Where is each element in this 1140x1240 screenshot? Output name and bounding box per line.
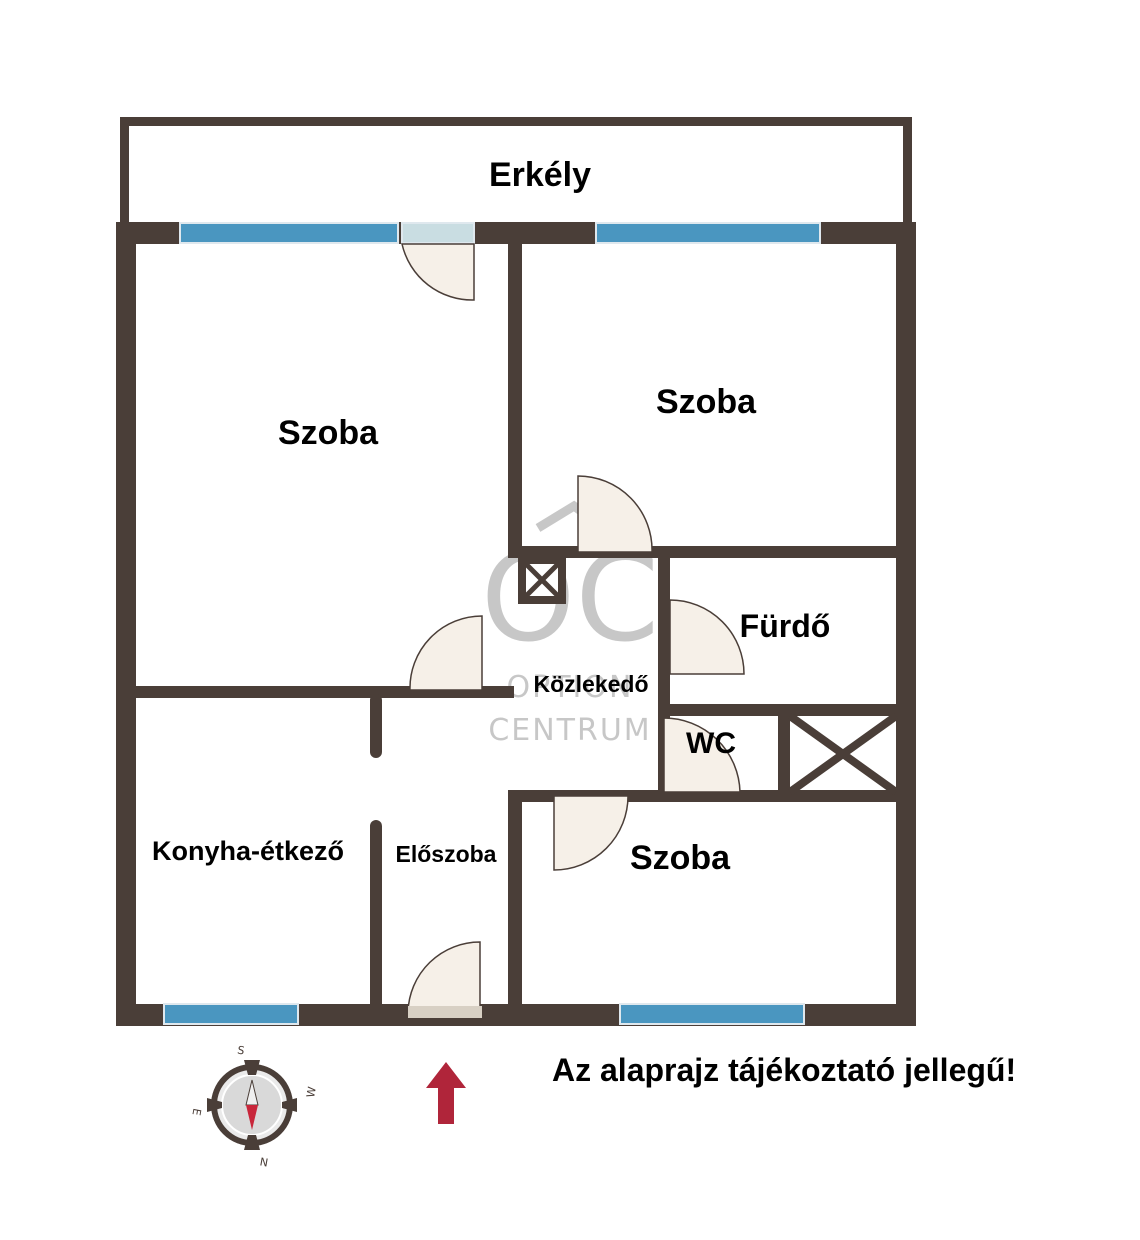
door-entrance[interactable] xyxy=(407,941,481,1013)
entrance-threshold xyxy=(408,1006,482,1018)
watermark-line1: OPTION xyxy=(507,670,634,705)
compass-east-label: E xyxy=(189,1107,203,1116)
chimney-shaft xyxy=(518,556,566,604)
door-room-top-right[interactable] xyxy=(577,475,653,553)
label-room-top-left: Szoba xyxy=(278,414,379,452)
door-room-bottom-right[interactable] xyxy=(553,795,629,871)
entrance-arrow-icon xyxy=(426,1062,466,1124)
doors xyxy=(401,243,745,1013)
window-bottom-right xyxy=(619,1003,805,1025)
compass-west-label: W xyxy=(304,1085,319,1098)
label-bathroom: Fürdő xyxy=(740,608,831,644)
compass-south-label: S xyxy=(236,1043,245,1057)
label-room-top-right: Szoba xyxy=(656,383,757,421)
window-bottom-left xyxy=(163,1003,299,1025)
door-bathroom[interactable] xyxy=(669,599,745,675)
balcony-outline xyxy=(120,117,912,225)
utility-shaft xyxy=(787,712,899,796)
label-room-bottom-right: Szoba xyxy=(630,839,731,877)
compass-icon: S N E W xyxy=(189,1043,318,1168)
door-wc[interactable] xyxy=(663,717,741,793)
label-balcony: Erkély xyxy=(489,156,591,194)
windows xyxy=(163,222,821,1025)
balcony-door-glass xyxy=(401,222,475,244)
label-wc: WC xyxy=(686,727,736,760)
watermark-line2: CENTRUM xyxy=(488,713,651,748)
disclaimer-note: Az alaprajz tájékoztató jellegű! xyxy=(552,1052,1017,1088)
window-top-left xyxy=(179,222,399,244)
compass-north-label: N xyxy=(259,1154,269,1168)
door-room-top-left[interactable] xyxy=(409,615,483,691)
label-corridor: Közlekedő xyxy=(533,671,648,697)
label-hall: Előszoba xyxy=(396,841,497,867)
label-kitchen: Konyha-étkező xyxy=(152,836,344,866)
window-top-right xyxy=(595,222,821,244)
door-balcony[interactable] xyxy=(401,243,475,301)
